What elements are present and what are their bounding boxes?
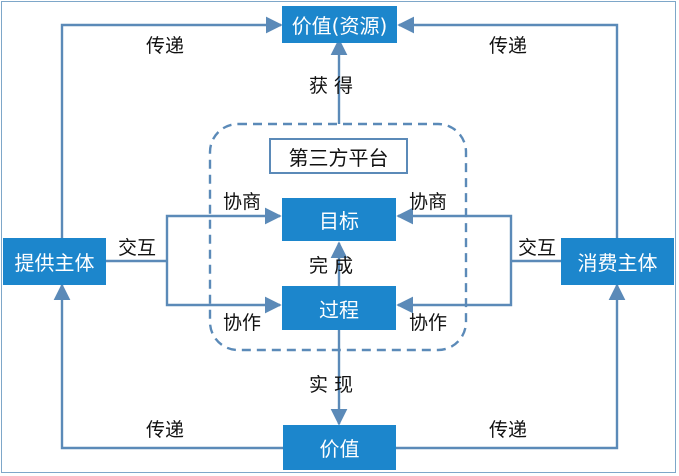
value-resource-node: 价值(资源) — [282, 6, 397, 43]
arrow-provider-cooperate — [165, 261, 282, 314]
goal-node: 目标 — [282, 198, 396, 241]
label-obtain: 获 得 — [309, 75, 354, 97]
label-cooperate-left: 协作 — [223, 312, 262, 334]
arrow-value-to-provider — [53, 283, 283, 450]
arrow-consumer-to-value-resource — [397, 16, 619, 238]
value-node: 价值 — [283, 425, 396, 470]
label-transmit-top-right: 传递 — [489, 35, 528, 57]
label-complete: 完 成 — [309, 255, 354, 277]
platform-node: 第三方平台 — [269, 138, 408, 174]
arrow-provider-to-value-resource — [60, 16, 283, 238]
provider-node: 提供主体 — [3, 238, 106, 285]
label-realize: 实 现 — [309, 374, 354, 396]
arrow-provider-negotiate — [165, 207, 282, 261]
consumer-node: 消费主体 — [561, 238, 674, 285]
arrow-consumer-negotiate — [396, 207, 513, 261]
label-negotiate-left: 协商 — [223, 191, 262, 213]
label-interact-right: 交互 — [518, 237, 557, 259]
label-cooperate-right: 协作 — [409, 312, 448, 334]
label-transmit-bottom-left: 传递 — [146, 419, 185, 441]
label-transmit-top-left: 传递 — [146, 35, 185, 57]
arrow-consumer-cooperate — [396, 261, 513, 314]
label-transmit-bottom-right: 传递 — [489, 419, 528, 441]
label-interact-left: 交互 — [118, 237, 157, 259]
process-node: 过程 — [282, 286, 396, 330]
arrow-value-to-consumer — [396, 283, 626, 450]
label-negotiate-right: 协商 — [409, 191, 448, 213]
